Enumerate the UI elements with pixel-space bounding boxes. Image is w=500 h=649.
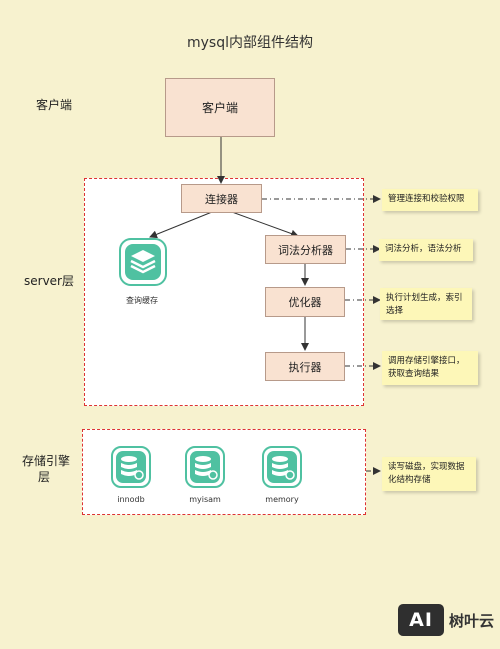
client-node: 客户端: [165, 78, 275, 137]
server-layer-label: server层: [24, 274, 74, 288]
note-optimizer: 执行计划生成，索引选择: [380, 288, 472, 320]
engine-label-innodb: innodb: [117, 495, 145, 504]
executor-node: 执行器: [265, 352, 345, 381]
storage-layer-label-line1: 存储引擎: [22, 454, 71, 468]
diagram-title: mysql内部组件结构: [187, 35, 313, 51]
innodb-database-icon: [111, 446, 151, 488]
memory-database-icon: [262, 446, 302, 488]
watermark-logo: AI: [398, 604, 444, 636]
note-lexer: 词法分析，语法分析: [379, 239, 473, 261]
engine-label-memory: memory: [265, 495, 299, 504]
optimizer-node: 优化器: [265, 287, 345, 317]
client-layer-label: 客户端: [36, 98, 73, 112]
query-cache-label: 查询缓存: [126, 296, 158, 305]
storage-layer-label-line2: 层: [38, 470, 51, 484]
note-executor: 调用存储引擎接口，获取查询结果: [382, 351, 478, 385]
myisam-database-icon: [185, 446, 225, 488]
watermark-text: 树叶云: [449, 612, 495, 630]
connector-node: 连接器: [181, 184, 262, 213]
engine-label-myisam: myisam: [189, 495, 221, 504]
note-storage-engine: 读写磁盘，实现数据化结构存储: [382, 457, 476, 491]
lexer-node: 词法分析器: [265, 235, 346, 264]
query-cache-icon: [119, 238, 167, 286]
note-connector: 管理连接和校验权限: [382, 189, 478, 211]
